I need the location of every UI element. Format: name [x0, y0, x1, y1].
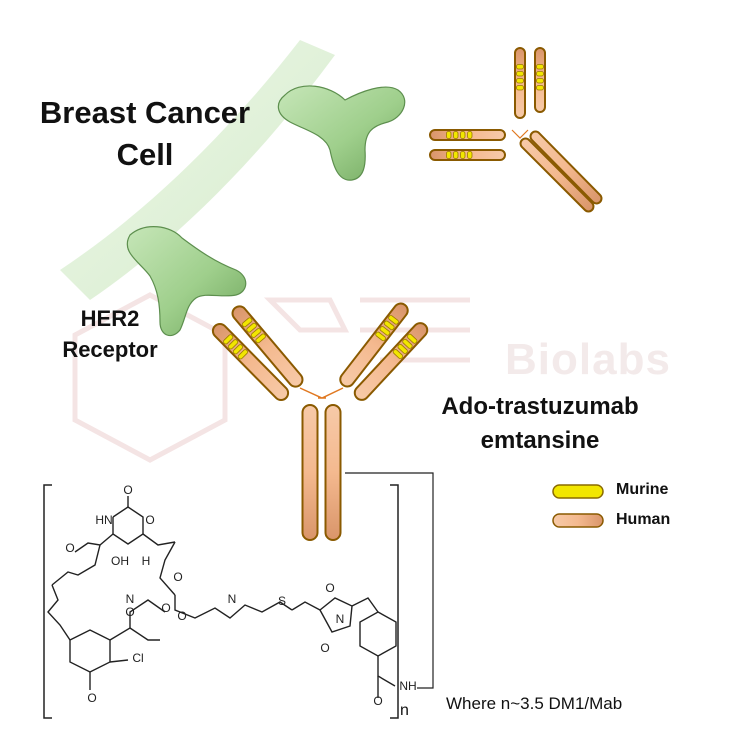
light-chain-left-murine-band — [237, 349, 248, 360]
free-light-left-murine-band — [467, 151, 473, 159]
light-chain-left — [211, 322, 290, 402]
antibody-trastuzumab — [211, 302, 429, 541]
free-heavy-arm-left-murine-band — [467, 131, 473, 139]
free-light-left-murine-band — [460, 151, 466, 159]
atom-label: O — [123, 483, 132, 497]
structure-brackets — [43, 484, 399, 719]
heavy-chain-stem-left — [301, 404, 319, 541]
free-light-up-murine-band — [536, 71, 544, 77]
legend-swatches — [552, 484, 604, 528]
free-heavy-stem-2-body — [529, 130, 603, 205]
heavy-chain-arm-right-murine-band — [375, 331, 386, 342]
receptor-label-line1: HER2 — [80, 306, 140, 331]
legend-murine-label: Murine — [616, 481, 669, 498]
drug-label-line2: emtansine — [480, 427, 600, 454]
linker-line — [345, 472, 434, 689]
watermark-text: Biolabs — [505, 335, 671, 384]
free-light-left-murine-band — [446, 151, 452, 159]
antibody-free — [429, 47, 603, 213]
atom-label: S — [278, 594, 286, 608]
free-heavy-arm-up-murine-band — [516, 78, 524, 84]
light-chain-right-murine-band — [392, 349, 404, 360]
atom-label: O — [373, 694, 382, 708]
atom-label: N — [126, 592, 135, 606]
light-chain-right-murine-band — [407, 333, 418, 344]
atom-label: OH — [111, 554, 129, 568]
light-chain-right-murine-band — [397, 343, 408, 354]
her2-receptor-lower — [126, 226, 247, 337]
dm1-structure — [47, 496, 397, 698]
free-light-up — [534, 47, 546, 113]
atom-label: NH — [399, 679, 416, 693]
atom-label: H — [142, 554, 151, 568]
atom-label: O — [161, 601, 170, 615]
free-light-up-murine-band — [536, 64, 544, 70]
free-disulfide — [511, 129, 529, 139]
heavy-chain-stem-left-body — [301, 404, 319, 541]
light-chain-left-murine-band — [223, 334, 234, 345]
cell-label-line1: Breast Cancer — [39, 95, 251, 130]
heavy-chain-arm-left — [231, 305, 304, 388]
disulfide-bridge — [299, 387, 344, 399]
free-light-up-murine-band — [536, 85, 544, 91]
free-heavy-arm-left-murine-band — [446, 131, 452, 139]
receptor-label-line2: Receptor — [62, 337, 158, 362]
cell-label: Breast Cancer Cell — [20, 92, 270, 176]
heavy-chain-stem-right-body — [324, 404, 342, 541]
atom-label: N — [336, 612, 345, 626]
atom-label: O — [173, 570, 182, 584]
free-heavy-arm-up-murine-band — [516, 64, 524, 70]
free-heavy-arm-up — [514, 47, 526, 119]
atom-label: N — [228, 592, 237, 606]
drug-label: Ado-trastuzumab emtansine — [400, 390, 680, 458]
free-light-up-murine-band — [536, 78, 544, 84]
dar-note: Where n~3.5 DM1/Mab — [446, 694, 623, 713]
free-heavy-stem-1 — [519, 137, 595, 213]
atom-label: HN — [95, 513, 112, 527]
repeat-subscript: n — [400, 702, 409, 719]
drug-label-line1: Ado-trastuzumab — [441, 393, 639, 420]
legend-human-label: Human — [616, 511, 671, 528]
free-heavy-stem-2 — [529, 130, 603, 205]
atom-label: O — [87, 691, 96, 705]
light-chain-left-murine-band — [232, 344, 244, 355]
free-heavy-arm-left-murine-band — [453, 131, 459, 139]
free-light-left — [429, 149, 506, 161]
light-chain-right — [353, 322, 429, 401]
heavy-chain-arm-left-murine-band — [255, 333, 266, 344]
heavy-chain-arm-right-murine-band — [388, 315, 399, 325]
free-heavy-arm-left-murine-band — [460, 131, 466, 139]
atom-label: O — [125, 605, 134, 619]
heavy-chain-stem-right — [324, 404, 342, 541]
cell-membrane — [60, 40, 335, 300]
free-heavy-arm-up-murine-band — [516, 71, 524, 77]
free-heavy-arm-left — [429, 129, 506, 141]
heavy-chain-arm-left-murine-band — [241, 317, 253, 328]
heavy-chain-arm-left-murine-band — [250, 328, 262, 338]
receptor-label: HER2 Receptor — [40, 303, 180, 365]
cell-label-line2: Cell — [116, 137, 174, 172]
atom-label: Cl — [132, 651, 143, 665]
light-chain-right-murine-band — [402, 338, 413, 349]
atom-label: O — [145, 513, 154, 527]
atom-label: O — [65, 541, 74, 555]
free-light-left-murine-band — [453, 151, 459, 159]
atom-label: O — [177, 609, 186, 623]
heavy-chain-arm-right-murine-band — [383, 320, 395, 331]
free-heavy-arm-up-murine-band — [516, 85, 524, 91]
her2-receptor-upper — [277, 85, 406, 181]
light-chain-left-murine-band — [228, 339, 239, 350]
atom-label: O — [325, 581, 334, 595]
free-heavy-stem-1-body — [519, 137, 595, 213]
heavy-chain-arm-left-murine-band — [246, 322, 257, 333]
atom-label: O — [320, 641, 329, 655]
heavy-chain-arm-right-murine-band — [379, 326, 391, 336]
